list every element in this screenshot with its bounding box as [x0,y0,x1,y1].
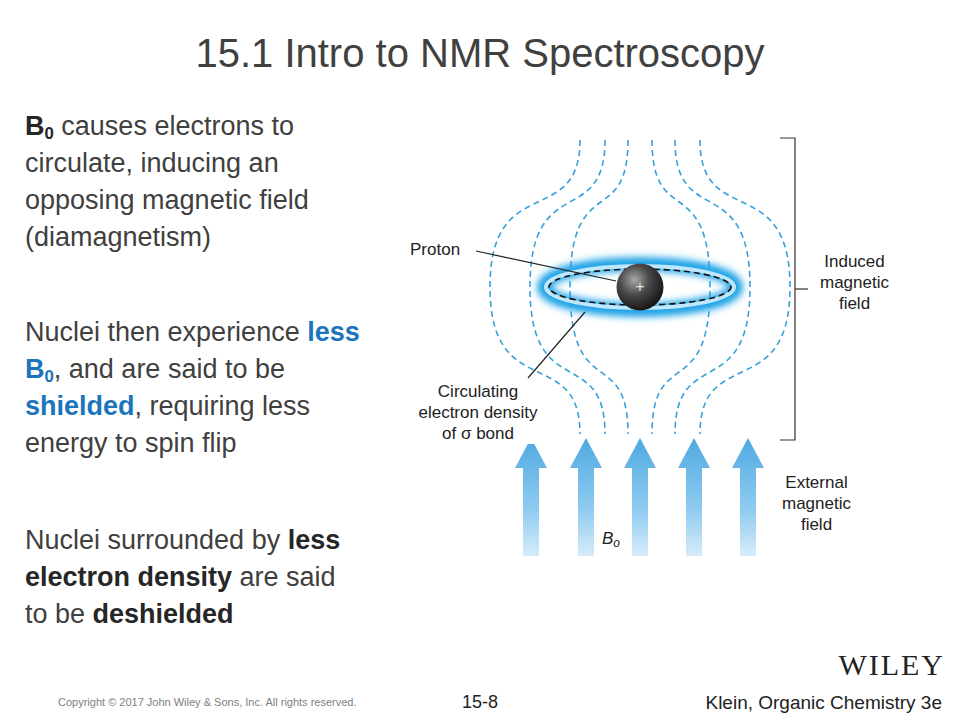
leader-line [528,312,585,378]
paragraph-text: shielded [25,391,135,421]
electron-ring [544,264,736,310]
publisher-logo: WILEY [838,648,945,682]
field-line [700,140,790,434]
field-arrow [570,438,602,556]
field-arrow [624,438,656,556]
induced-field-label: Induced magnetic field [810,251,899,314]
paragraph-text: 0 [45,124,54,143]
paragraph-text: causes electrons to circulate, inducing … [25,111,309,252]
proton-sphere: + [616,263,664,311]
bullet-paragraph: Nuclei then experience less B0, and are … [25,314,360,462]
paragraph-text: B [25,111,45,141]
book-reference: Klein, Organic Chemistry 3e [705,692,942,714]
bracket-tick [795,288,808,289]
charge-sign: + [616,263,664,311]
paragraph-text: deshielded [93,599,234,629]
field-arrow [732,438,764,556]
external-field-label: External magnetic field [772,472,861,535]
ring-glow [544,264,736,310]
field-symbol-part: B [602,529,613,548]
slide-title: 15.1 Intro to NMR Spectroscopy [0,30,960,76]
proton-label: Proton [408,239,462,260]
bullet-paragraph: B0 causes electrons to circulate, induci… [25,108,360,256]
ring-label: Circulating electron density of σ bond [412,381,544,444]
bracket [780,138,808,440]
bracket-line [780,138,795,440]
paragraph-text: , and are said to be [54,354,285,384]
paragraph-text: 0 [45,367,54,386]
sphere-fill [617,264,664,311]
field-symbol-part: o [613,536,620,550]
external-field-arrows [515,438,764,556]
copyright-note: Copyright © 2017 John Wiley & Sons, Inc.… [58,695,357,709]
field-symbol: Bo [602,528,620,549]
leader-line [476,251,616,281]
bullet-paragraph: Nuclei surrounded by less electron densi… [25,522,360,633]
paragraph-text: Nuclei surrounded by [25,525,280,555]
paragraph-text: Nuclei then experience [25,317,300,347]
slide-number: 15-8 [430,691,530,713]
field-arrow [678,438,710,556]
field-arrow [515,438,547,556]
